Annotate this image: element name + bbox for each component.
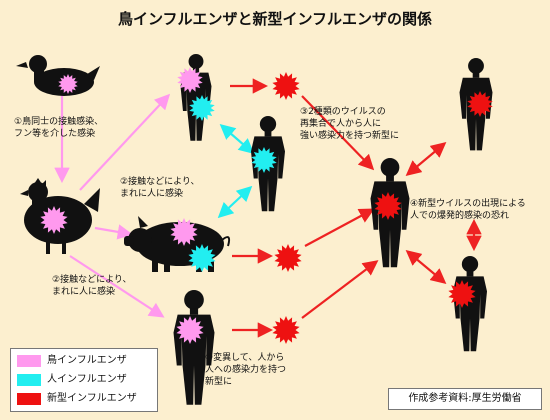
- arrow-chicken-to-lower-human: [69, 255, 165, 318]
- new-virus-on-center-human: [374, 192, 402, 220]
- arrow-chicken-to-pig: [94, 224, 134, 240]
- legend-label-bird-flu: 鳥インフルエンザ: [47, 355, 127, 366]
- label-step4-pandemic-risk: ④新型ウイルスの出現による 人での爆発的感染の恐れ: [410, 199, 526, 221]
- arrow-chicken-to-upper-human: [79, 93, 171, 191]
- page-title: 鳥インフルエンザと新型インフルエンザの関係: [117, 10, 433, 28]
- arrow-human-to-pig: [217, 185, 253, 219]
- label-step2-bird-to-human-lower: ②接触などにより、 まれに人に感染: [52, 275, 132, 297]
- new-virus-lower: [272, 316, 300, 344]
- human-virus-on-upper-human: [189, 95, 215, 121]
- bird-virus-on-lower-human: [176, 316, 204, 344]
- legend-swatch-new-flu: [17, 393, 41, 405]
- bird-virus-on-duck: [58, 74, 78, 94]
- arrow-center-to-bottom-right: [405, 250, 447, 284]
- arrow-human-to-human: [219, 123, 255, 155]
- new-virus-on-top-right-human: [467, 91, 493, 117]
- arrow-new-virus-middle-to-center: [304, 208, 375, 247]
- new-virus-upper: [272, 72, 300, 100]
- duck-silhouette: [16, 55, 100, 96]
- arrow-new-virus-lower-to-center: [301, 260, 379, 319]
- legend-label-new-flu: 新型インフルエンザ: [47, 393, 137, 404]
- legend-swatch-bird-flu: [17, 355, 41, 367]
- legend-label-human-flu: 人インフルエンザ: [47, 374, 127, 385]
- legend-swatch-human-flu: [17, 374, 41, 386]
- source-credit: 作成参考資料:厚生労働省: [388, 388, 542, 410]
- bird-virus-on-upper-human: [177, 67, 203, 93]
- arrow-new-virus-upper-to-center: [301, 95, 375, 171]
- bird-virus-on-chicken: [40, 206, 68, 234]
- human-virus-on-middle-human: [251, 147, 277, 173]
- label-step2-bird-to-human-upper: ②接触などにより、 まれに人に感染: [120, 177, 200, 199]
- label-step1-bird-to-bird: ①鳥同士の接触感染、 フン等を介した感染: [14, 117, 104, 139]
- human-virus-on-pig: [188, 244, 216, 272]
- new-virus-on-bottom-right-human: [448, 280, 476, 308]
- label-step3-reassortment: ③2種類のウイルスの 再集合で人から人に 強い感染力を持つ新型に: [300, 107, 400, 141]
- arrow-center-to-top-right: [405, 142, 447, 176]
- new-virus-middle: [274, 244, 302, 272]
- label-step3-mutation: ③変異して、人から 人への感染力を持つ 新型に: [205, 353, 287, 387]
- legend: 鳥インフルエンザ 人インフルエンザ 新型インフルエンザ: [10, 348, 158, 412]
- bird-virus-on-pig: [170, 218, 198, 246]
